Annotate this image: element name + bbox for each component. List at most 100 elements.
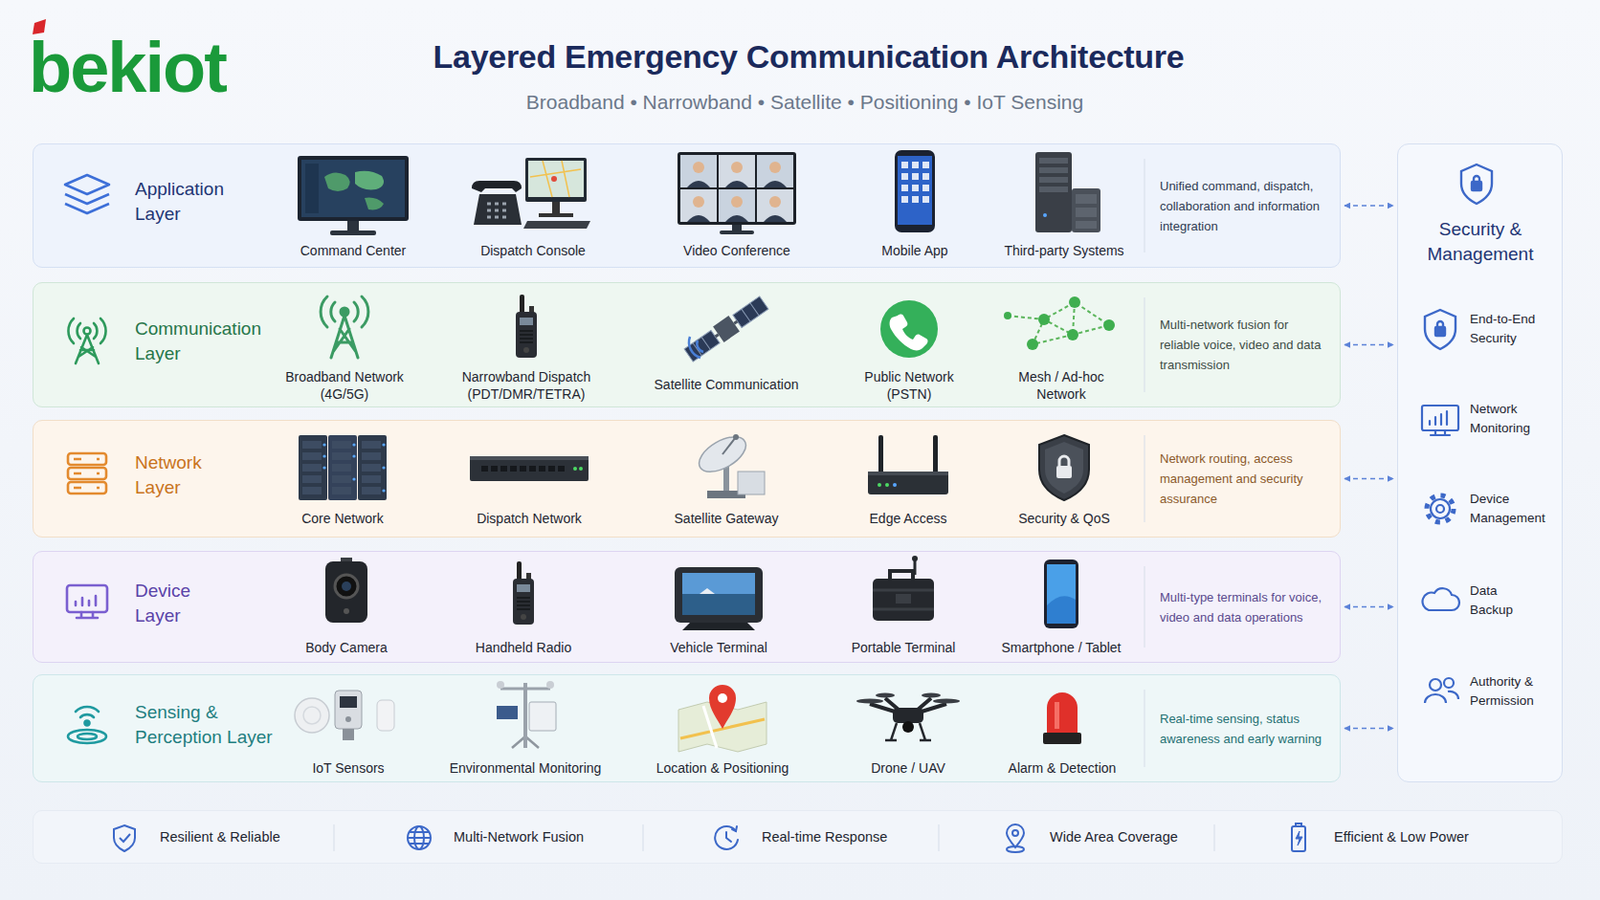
item-caption: Handheld Radio: [442, 639, 605, 657]
clock-icon: [714, 826, 738, 850]
layer-heading-slot: Sensing & Perception Layer: [134, 700, 298, 751]
item-caption-slot: Core Network: [261, 510, 424, 528]
core-network-icon: [381, 488, 385, 492]
switch-icon: [481, 466, 565, 472]
item-caption: Dispatch Console: [451, 242, 615, 260]
layers-icon: [65, 194, 110, 204]
item-caption-slot: Edge Access: [826, 510, 990, 528]
body-camera-icon: [341, 581, 352, 592]
smartphone-icon: [1044, 559, 1079, 629]
item-caption: Dispatch Network: [447, 510, 611, 528]
dispatch-console-icon: [471, 180, 522, 193]
environmental-station-icon: [529, 702, 556, 732]
vehicle-terminal-icon: [699, 588, 715, 595]
security-item: End-to-End Security: [1469, 310, 1558, 349]
video-conference-icon: [687, 215, 711, 223]
environmental-station-icon: [546, 681, 555, 689]
security-shield-icon: [1039, 435, 1089, 501]
portable-terminal-icon: [872, 555, 934, 622]
core-network-icon: [352, 454, 356, 458]
smartphone-icon: [1046, 596, 1076, 624]
server-icon: [1075, 221, 1097, 229]
location-icon: [1006, 846, 1024, 853]
satellite-dish-icon: [723, 466, 730, 493]
environmental-station-icon: [500, 688, 551, 691]
alarm-beacon-icon: [1054, 702, 1060, 730]
battery-icon: [1291, 823, 1306, 852]
video-conference-icon: [687, 180, 787, 223]
drone-icon: [875, 693, 895, 699]
panel-heading-slot: Security & Management: [1408, 217, 1553, 267]
video-conference-icon: [731, 196, 743, 208]
core-network-icon: [381, 466, 385, 469]
location-icon: [1006, 824, 1024, 848]
sensing-icon: [67, 730, 107, 744]
gear-icon: [1436, 505, 1445, 513]
layer-description-slot: Multi-network fusion for reliable voice,…: [1159, 314, 1329, 376]
item-caption: Location & Positioning: [641, 759, 804, 778]
gear-icon: [1430, 499, 1450, 519]
dispatch-console-icon: [523, 221, 591, 229]
video-conference-icon: [677, 152, 797, 235]
sensing-icon: [85, 721, 90, 727]
layer-description: Real-time sensing, status awareness and …: [1159, 709, 1329, 750]
vehicle-terminal-icon: [682, 622, 756, 631]
e2e-shield-icon: [1424, 310, 1456, 350]
video-conference-icon: [756, 155, 794, 188]
tower-icon: [67, 318, 106, 364]
core-network-icon: [361, 452, 381, 461]
core-network-icon: [352, 477, 356, 481]
switch-icon: [469, 456, 589, 482]
item-caption-slot: Command Center: [271, 242, 435, 260]
mesh-network-icon: [1103, 319, 1115, 332]
router-icon: [867, 471, 949, 476]
body-camera-icon: [334, 575, 358, 599]
item-caption-slot: Narrowband Dispatch (PDT/DMR/TETRA): [454, 368, 599, 403]
satellite-dish-icon: [737, 471, 765, 495]
core-network-icon: [302, 487, 322, 495]
map-pin-icon: [678, 685, 767, 753]
security-item: Data Backup: [1469, 581, 1537, 621]
switch-icon: [573, 466, 578, 471]
e2e-shield-icon: [1424, 310, 1456, 350]
globe-icon: [407, 826, 431, 850]
mobile-app-icon: [901, 196, 909, 203]
video-conference-icon: [769, 161, 781, 174]
portable-terminal-icon: [889, 571, 913, 579]
core-network-icon: [332, 452, 352, 461]
switch-icon: [481, 466, 489, 472]
mesh-network-icon: [1068, 296, 1081, 309]
feature-separator: [333, 824, 1215, 852]
security-item: Authority & Permission: [1469, 672, 1558, 712]
layers-icon: [65, 175, 110, 214]
server-icon: [1075, 194, 1097, 204]
dispatch-console-icon: [525, 157, 587, 202]
band-separator: [1144, 158, 1146, 768]
server-icon: [1075, 207, 1097, 218]
item-caption: Portable Terminal: [822, 639, 985, 657]
security-item: Device Management: [1469, 489, 1558, 529]
security-shield-icon: [1039, 435, 1089, 501]
video-conference-icon: [687, 180, 711, 188]
video-conference-icon: [680, 155, 717, 188]
server-icon: [1071, 188, 1101, 233]
core-network-icon: [361, 464, 381, 472]
satellite-icon: [733, 296, 769, 329]
resilient-icon: [113, 825, 135, 852]
item-caption: IoT Sensors: [266, 759, 430, 778]
video-conference-icon: [731, 161, 743, 174]
pstn-icon: [880, 300, 938, 358]
video-conference-icon: [692, 161, 705, 174]
item-caption-slot: Dispatch Network: [447, 510, 611, 528]
portable-terminal-icon: [895, 594, 912, 604]
item-caption-slot: Vehicle Terminal: [637, 639, 800, 657]
item-caption-slot: Satellite Communication: [635, 376, 818, 394]
device-icon: [76, 612, 98, 619]
switch-icon: [538, 466, 546, 472]
item-caption-slot: Broadband Network (4G/5G): [277, 368, 412, 403]
sync-arrow: [1344, 204, 1394, 207]
map-pin-icon: [717, 693, 728, 704]
feature-text-slot: Efficient & Low Power: [1333, 827, 1516, 847]
